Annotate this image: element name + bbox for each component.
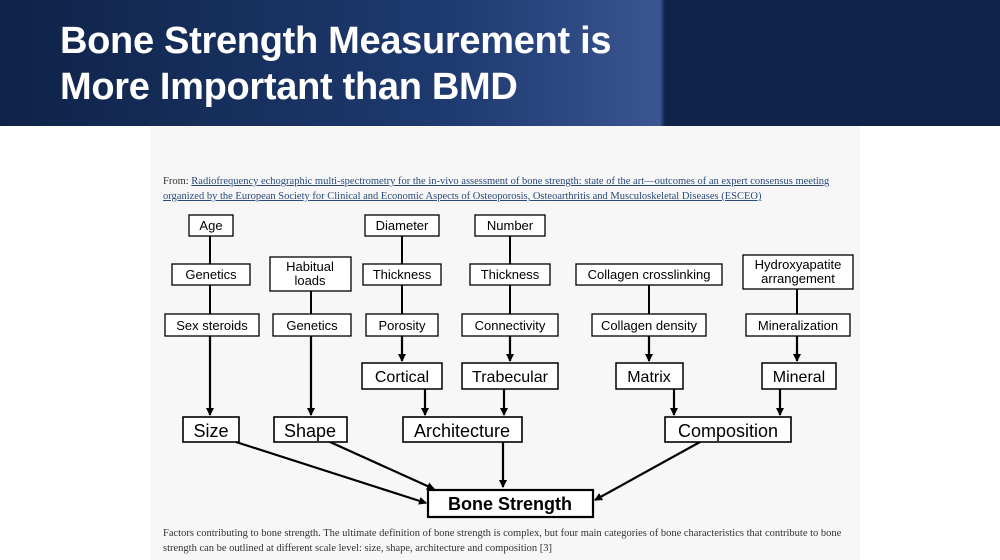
sex-steroids-label: Sex steroids bbox=[176, 318, 248, 333]
architecture-label: Architecture bbox=[414, 421, 510, 441]
shape-label: Shape bbox=[284, 421, 336, 441]
slide-header: Bone Strength Measurement is More Import… bbox=[0, 0, 1000, 126]
matrix-label: Matrix bbox=[627, 369, 671, 386]
factor-box-genetics-1: Genetics bbox=[171, 263, 251, 286]
category-box-cortical: Cortical bbox=[361, 362, 443, 390]
porosity-label: Porosity bbox=[379, 318, 426, 333]
diameter-label: Diameter bbox=[376, 218, 429, 233]
figure-caption: Factors contributing to bone strength. T… bbox=[163, 528, 842, 554]
factor-box-thickness-1: Thickness bbox=[362, 263, 442, 286]
factor-box-collagen-density: Collagen density bbox=[591, 313, 707, 337]
thickness-2-label: Thickness bbox=[481, 267, 540, 282]
category-box-composition: Composition bbox=[664, 416, 792, 443]
category-box-architecture: Architecture bbox=[402, 416, 523, 443]
mineralization-label: Mineralization bbox=[758, 318, 838, 333]
slide-title: Bone Strength Measurement is More Import… bbox=[60, 20, 612, 108]
factor-box-number: Number bbox=[474, 214, 546, 237]
composition-label: Composition bbox=[678, 421, 778, 441]
thickness-1-label: Thickness bbox=[373, 267, 432, 282]
number-label: Number bbox=[487, 218, 534, 233]
category-box-size: Size bbox=[182, 416, 240, 443]
outcome-box-bone-strength: Bone Strength bbox=[426, 488, 595, 519]
factor-box-diameter: Diameter bbox=[364, 214, 440, 237]
category-box-mineral: Mineral bbox=[761, 362, 837, 390]
factor-box-collagen-crosslinking: Collagen crosslinking bbox=[575, 263, 723, 286]
factor-box-age: Age bbox=[188, 214, 234, 237]
connectivity-label: Connectivity bbox=[475, 318, 546, 333]
cortical-label: Cortical bbox=[375, 369, 429, 386]
factor-box-mineralization: Mineralization bbox=[745, 313, 851, 337]
size-label: Size bbox=[193, 421, 228, 441]
category-box-trabecular: Trabecular bbox=[461, 362, 559, 390]
collagen-density-label: Collagen density bbox=[601, 318, 698, 333]
factor-box-porosity: Porosity bbox=[365, 313, 439, 337]
factor-box-sex-steroids: Sex steroids bbox=[164, 313, 260, 337]
age-label: Age bbox=[199, 218, 222, 233]
bone-strength-label: Bone Strength bbox=[448, 494, 572, 514]
mineral-label: Mineral bbox=[773, 369, 825, 386]
genetics-2-label: Genetics bbox=[286, 318, 338, 333]
factor-box-connectivity: Connectivity bbox=[461, 313, 559, 337]
factor-box-thickness-2: Thickness bbox=[469, 263, 551, 286]
trabecular-label: Trabecular bbox=[472, 369, 549, 386]
figure-source: From: Radiofrequency echographic multi-s… bbox=[163, 174, 843, 204]
factor-box-genetics-2: Genetics bbox=[272, 313, 352, 337]
category-box-shape: Shape bbox=[273, 416, 348, 443]
source-prefix: From: bbox=[163, 176, 192, 187]
category-box-matrix: Matrix bbox=[615, 362, 684, 390]
genetics-1-label: Genetics bbox=[185, 267, 237, 282]
collagen-crosslinking-label: Collagen crosslinking bbox=[588, 267, 711, 282]
source-link[interactable]: Radiofrequency echographic multi-spectro… bbox=[163, 176, 830, 202]
